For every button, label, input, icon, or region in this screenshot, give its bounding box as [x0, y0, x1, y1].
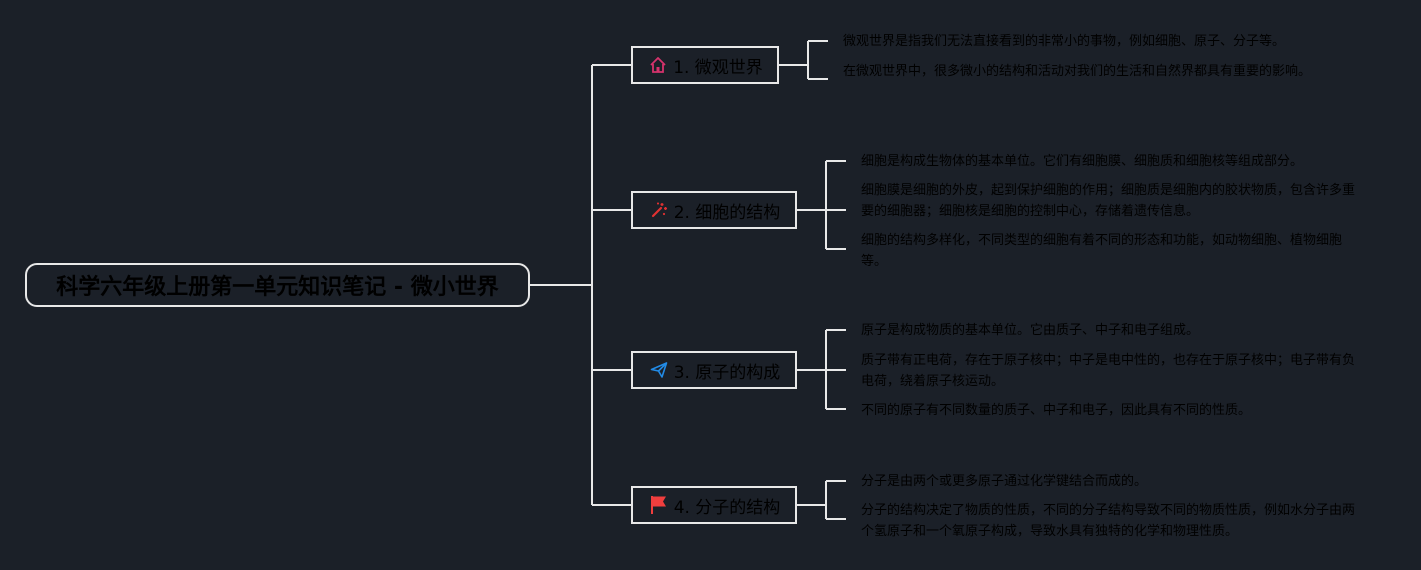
branch-node-1[interactable]: 1. 微观世界: [631, 46, 779, 84]
note-text: 不同的原子有不同数量的质子、中子和电子，因此具有不同的性质。: [861, 403, 1252, 418]
note-text: 质子带有正电荷，存在于原子核中；中子是电中性的，也存在于原子核中；电子带有负电荷…: [861, 353, 1356, 389]
house-icon: [647, 54, 669, 76]
branch-label-3: 3. 原子的构成: [673, 362, 781, 383]
note-text: 细胞膜是细胞的外皮，起到保护细胞的作用；细胞质是细胞内的胶状物质，包含许多重要的…: [861, 183, 1356, 219]
branch-node-2[interactable]: 2. 细胞的结构: [631, 191, 797, 229]
root-title: 科学六年级上册第一单元知识笔记 - 微小世界: [56, 275, 499, 300]
note-text: 原子是构成物质的基本单位。它由质子、中子和电子组成。: [861, 323, 1200, 338]
branch-label-1: 1. 微观世界: [673, 57, 763, 78]
branch-node-3[interactable]: 3. 原子的构成: [631, 351, 797, 389]
note-text: 在微观世界中，很多微小的结构和活动对我们的生活和自然界都具有重要的影响。: [843, 64, 1312, 79]
note-text: 细胞是构成生物体的基本单位。它们有细胞膜、细胞质和细胞核等组成部分。: [861, 154, 1304, 169]
note-text: 分子是由两个或更多原子通过化学键结合而成的。: [861, 474, 1148, 489]
note-text: 分子的结构决定了物质的性质，不同的分子结构导致不同的物质性质，例如水分子由两个氢…: [861, 503, 1356, 539]
magic-wand-icon: [648, 199, 670, 221]
branch-label-2: 2. 细胞的结构: [673, 202, 781, 223]
branch-node-4[interactable]: 4. 分子的结构: [631, 486, 797, 524]
note-text: 微观世界是指我们无法直接看到的非常小的事物，例如细胞、原子、分子等。: [843, 34, 1286, 49]
flag-icon: [648, 494, 670, 516]
note-text: 细胞的结构多样化，不同类型的细胞有着不同的形态和功能，如动物细胞、植物细胞等。: [861, 233, 1343, 269]
branch-label-4: 4. 分子的结构: [673, 497, 781, 518]
paper-plane-icon: [648, 359, 670, 381]
root-node[interactable]: 科学六年级上册第一单元知识笔记 - 微小世界: [25, 263, 530, 307]
